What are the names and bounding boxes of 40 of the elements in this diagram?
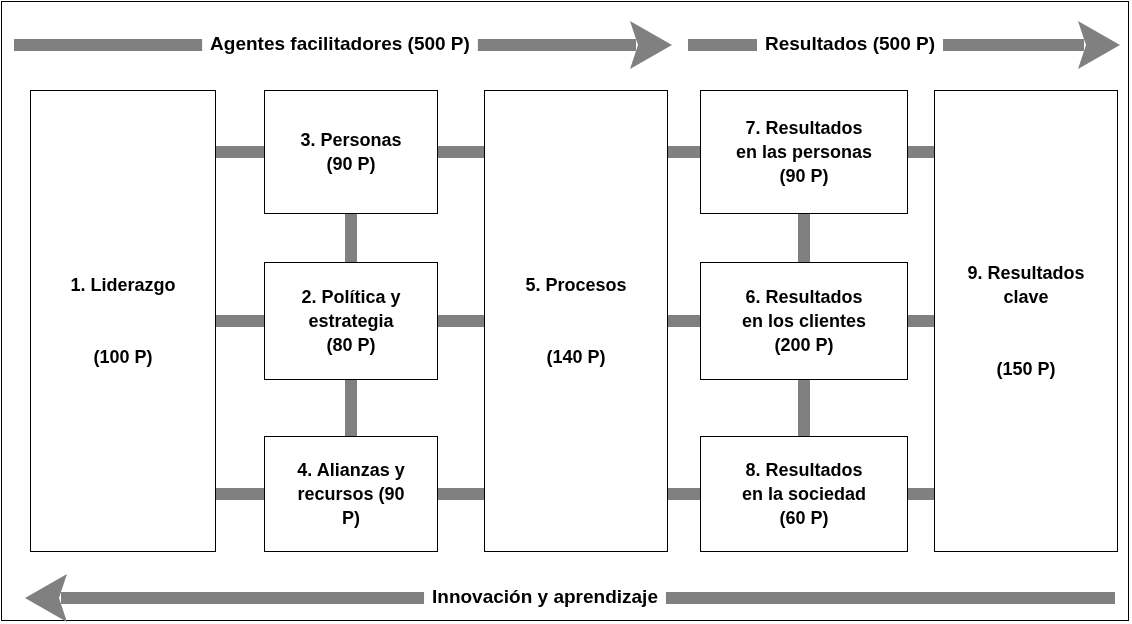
box-title: 3. Personas (90 P) <box>299 129 403 176</box>
connector-line <box>668 488 700 500</box>
process-box <box>264 436 438 552</box>
box-title: 2. Política y estrategia (80 P) <box>300 286 402 357</box>
connector-line <box>216 146 264 158</box>
connector-line <box>668 315 700 327</box>
box-title: 6. Resultados en los clientes (200 P) <box>740 286 868 357</box>
process-box <box>264 90 438 214</box>
box-title: 7. Resultados en las personas (90 P) <box>735 117 873 188</box>
box-title: 1. Liderazgo <box>70 274 176 297</box>
arrow-label: Agentes facilitadores (500 P) <box>210 33 470 55</box>
connector-line <box>908 315 934 327</box>
points-label: (140 P) <box>546 346 606 369</box>
connector-line <box>798 380 810 436</box>
process-box <box>700 262 908 380</box>
points-label: (150 P) <box>996 358 1056 381</box>
points-label: (100 P) <box>93 346 153 369</box>
box-title: 4. Alianzas y recursos (90 P) <box>297 459 405 530</box>
connector-line <box>908 146 934 158</box>
process-box <box>30 90 216 552</box>
connector-line <box>216 488 264 500</box>
connector-line <box>345 214 357 262</box>
arrow-label: Innovación y aprendizaje <box>432 586 658 608</box>
connector-line <box>798 214 810 262</box>
connector-line <box>668 146 700 158</box>
connector-line <box>216 315 264 327</box>
process-box <box>700 436 908 552</box>
process-box <box>264 262 438 380</box>
box-title: 8. Resultados en la sociedad (60 P) <box>740 459 868 530</box>
process-box <box>934 90 1118 552</box>
process-box <box>484 90 668 552</box>
box-title: 5. Procesos <box>525 274 627 297</box>
process-box <box>700 90 908 214</box>
box-title: 9. Resultados clave <box>966 262 1086 309</box>
connector-line <box>345 380 357 436</box>
connector-line <box>438 315 484 327</box>
arrow-label: Resultados (500 P) <box>765 33 935 55</box>
connector-line <box>438 488 484 500</box>
connector-line <box>908 488 934 500</box>
connector-line <box>438 146 484 158</box>
